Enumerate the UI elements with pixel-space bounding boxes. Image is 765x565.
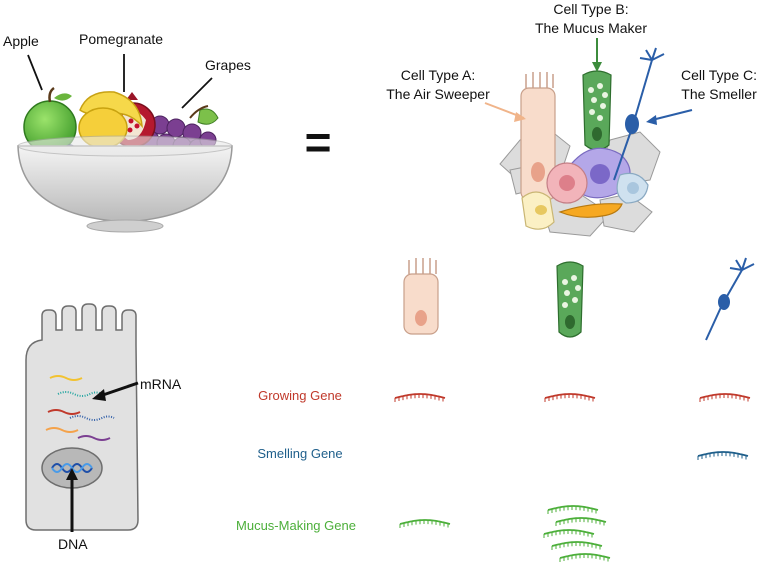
mucus-cell-column-icon — [556, 261, 584, 338]
growing-gene-strand — [394, 393, 446, 402]
sweeper-cell-column-icon — [403, 258, 439, 335]
bowl-base-icon — [86, 219, 164, 233]
mrna-strand — [47, 409, 81, 415]
growing-gene-strand — [544, 393, 596, 402]
smelling-gene-strand — [697, 451, 749, 460]
smeller-cell-column-body — [718, 294, 730, 310]
bowl-icon — [17, 145, 233, 223]
grapes-label: Grapes — [205, 57, 251, 73]
cell-type-a-title: Cell Type A: — [401, 67, 475, 83]
mrna-strand — [57, 391, 103, 397]
mrna-label: mRNA — [140, 376, 182, 392]
cell-type-a-name: The Air Sweeper — [386, 86, 490, 102]
smeller-cell-body — [625, 114, 639, 134]
cell-type-c-arrow — [651, 109, 693, 121]
cell-type-b-name: The Mucus Maker — [535, 20, 647, 36]
growing-gene-strand — [699, 393, 751, 402]
smelling-gene-label: Smelling Gene — [257, 446, 342, 461]
mucus-gene-label: Mucus-Making Gene — [236, 518, 356, 533]
cell-type-c-name: The Smeller — [681, 86, 757, 102]
mrna-arrow — [99, 381, 139, 398]
mucus-gene-strand — [551, 541, 603, 550]
mucus-gene-strand — [543, 529, 595, 538]
mucus-gene-strand — [399, 519, 451, 528]
mrna-strand — [49, 375, 83, 381]
fruit-bowl-illustration — [17, 86, 233, 233]
cell-diagram — [25, 303, 139, 531]
gene-expression-strands — [394, 393, 751, 562]
cell-type-b-title: Cell Type B: — [553, 1, 628, 17]
growing-gene-label: Growing Gene — [258, 388, 342, 403]
mrna-strand — [45, 427, 79, 433]
grapes-pointer — [181, 77, 213, 109]
pomegranate-label: Pomegranate — [79, 31, 163, 47]
cell-body-icon — [25, 303, 139, 531]
mucus-maker-cell — [582, 70, 612, 151]
orange-cell — [558, 203, 623, 218]
air-sweeper-cell — [520, 72, 556, 201]
apple-label: Apple — [3, 33, 39, 49]
tissue-cluster-illustration — [499, 47, 665, 237]
grape-leaf-icon — [197, 108, 219, 125]
mucus-gene-strand — [555, 517, 607, 526]
smeller-cell-column-icon — [705, 257, 755, 341]
mucus-gene-strand — [547, 505, 599, 514]
equals-sign: = — [305, 116, 332, 168]
mrna-strand — [77, 435, 111, 441]
mrna-strand — [69, 415, 115, 421]
mucus-gene-strand — [559, 553, 611, 562]
dna-label: DNA — [58, 536, 88, 552]
apple-pointer — [27, 54, 43, 91]
grape-stem-icon — [189, 105, 209, 119]
cell-type-c-title: Cell Type C: — [681, 67, 757, 83]
